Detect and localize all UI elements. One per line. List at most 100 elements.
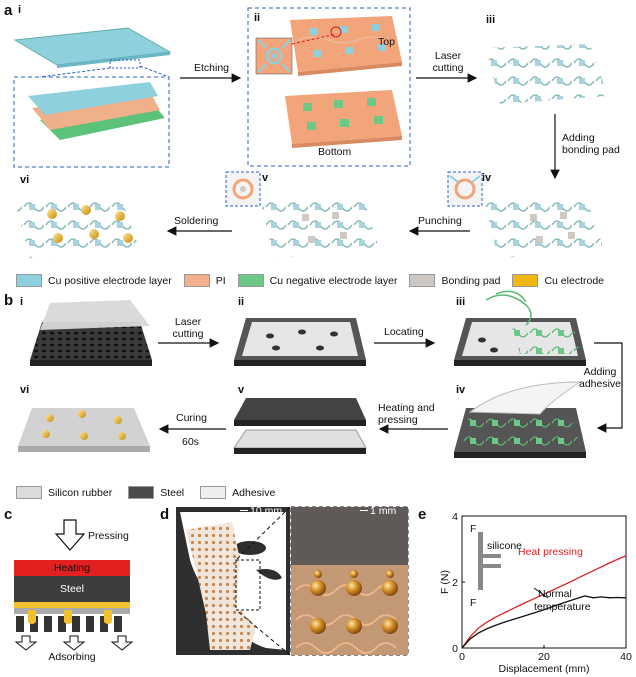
panel-a-i-sheet bbox=[13, 27, 172, 168]
sample-clamp-left bbox=[478, 532, 483, 590]
y-tick-label: 4 bbox=[452, 511, 458, 523]
panel-a-ii-top-board bbox=[290, 16, 402, 76]
step-b-iii: iii bbox=[456, 296, 466, 308]
label-curing: Curing bbox=[176, 412, 207, 424]
label-locating: Locating bbox=[384, 326, 424, 338]
scale-bar-right bbox=[360, 510, 368, 511]
step-b-vi: vi bbox=[20, 384, 30, 396]
legend-b-silicon-rubber: Silicon rubber bbox=[16, 486, 112, 499]
step-a-v: v bbox=[262, 172, 269, 184]
legend-label: Cu electrode bbox=[544, 274, 605, 287]
legend-b-adhesive: Adhesive bbox=[200, 486, 275, 499]
panel-b-v bbox=[233, 398, 367, 454]
panel-label-b: b bbox=[4, 292, 14, 309]
step-a-i: i bbox=[18, 4, 22, 16]
legend-swatch bbox=[183, 274, 210, 287]
legend-swatch bbox=[409, 274, 436, 287]
panel-d-photos bbox=[176, 506, 409, 656]
series-line-1 bbox=[461, 595, 627, 649]
electrode-array-on-face bbox=[186, 522, 256, 650]
label-punching: Punching bbox=[418, 215, 462, 227]
legend-a-bonding-pad: Bonding pad bbox=[409, 274, 500, 287]
legend-b: Silicon rubber Steel Adhesive bbox=[16, 486, 275, 499]
step-a-vi: vi bbox=[20, 174, 30, 186]
x-tick-label: 40 bbox=[620, 651, 632, 663]
legend-b-steel: Steel bbox=[128, 486, 184, 499]
annotation-f-top: F bbox=[470, 523, 476, 535]
label-laser-cutting-b: Laser cutting bbox=[172, 316, 204, 340]
legend-label: Bonding pad bbox=[441, 274, 501, 287]
label-soldering: Soldering bbox=[174, 215, 219, 227]
panel-a-vi-mesh bbox=[14, 196, 140, 258]
x-tick-label: 0 bbox=[459, 651, 465, 663]
panel-a-ii-bottom-board bbox=[285, 90, 402, 148]
scale-bar-left bbox=[240, 510, 248, 511]
arrow-adding-adhesive bbox=[594, 342, 623, 433]
label-heating-pressing: Heating and pressing bbox=[378, 402, 435, 426]
label-top: Top bbox=[378, 36, 395, 48]
x-tick-label: 20 bbox=[538, 651, 550, 663]
panel-b-ii bbox=[234, 318, 366, 366]
step-b-iv: iv bbox=[456, 384, 466, 396]
sample-silicone-top bbox=[483, 554, 501, 558]
heating-layer bbox=[14, 560, 130, 576]
legend-a-cu-positive: Cu positive electrode layer bbox=[16, 274, 172, 287]
legend-swatch bbox=[237, 274, 264, 287]
step-a-iii: iii bbox=[486, 14, 496, 26]
annotation-heat-pressing: Heat pressing bbox=[518, 546, 583, 558]
label-steel: Steel bbox=[60, 583, 84, 595]
step-b-i: i bbox=[20, 296, 24, 308]
panel-label-c: c bbox=[4, 506, 13, 523]
zoom-box-i bbox=[13, 76, 170, 168]
legend-label: Silicon rubber bbox=[48, 486, 113, 499]
sample-silicone-bottom bbox=[483, 564, 501, 568]
label-bottom: Bottom bbox=[318, 146, 352, 158]
panel-b-iv bbox=[454, 381, 586, 458]
panel-c-diagram bbox=[14, 519, 134, 651]
legend-label: Adhesive bbox=[232, 486, 276, 499]
legend-a-pi: PI bbox=[183, 274, 226, 287]
legend-label: Cu negative electrode layer bbox=[269, 274, 398, 287]
legend-label: PI bbox=[215, 274, 226, 287]
legend-swatch bbox=[16, 274, 42, 287]
label-curing-time: 60s bbox=[182, 436, 199, 448]
panel-b-vi bbox=[18, 408, 150, 452]
panel-label-a: a bbox=[4, 2, 13, 19]
legend-swatch bbox=[128, 486, 155, 499]
panel-a-vi-electrodes bbox=[47, 205, 133, 243]
panel-a-iii-mesh bbox=[486, 44, 608, 104]
panel-label-e: e bbox=[418, 506, 427, 523]
step-a-ii: ii bbox=[254, 12, 261, 24]
annotation-normal-line2: temperature bbox=[534, 601, 591, 613]
annotation-leader bbox=[533, 587, 549, 599]
steel-layer bbox=[14, 576, 130, 602]
y-tick-label: 0 bbox=[452, 643, 458, 655]
legend-label: Steel bbox=[160, 486, 185, 499]
legend-a-cu-negative: Cu negative electrode layer bbox=[237, 274, 398, 287]
panel-a-v-mesh bbox=[260, 196, 380, 258]
label-etching: Etching bbox=[194, 62, 230, 74]
panel-b-iii bbox=[454, 290, 586, 366]
legend-swatch bbox=[200, 486, 227, 499]
y-tick-label: 2 bbox=[452, 577, 458, 589]
label-adding-bonding-pad: Adding bonding pad bbox=[562, 132, 620, 156]
step-a-iv: iv bbox=[482, 172, 492, 184]
label-heating: Heating bbox=[53, 562, 91, 574]
panel-a-ii-inset bbox=[255, 26, 342, 75]
label-adding-adhesive: Adding adhesive bbox=[578, 366, 622, 390]
pressing-arrow-icon bbox=[54, 519, 86, 551]
series-line-0 bbox=[461, 555, 627, 649]
legend-a: Cu positive electrode layer PI Cu negati… bbox=[16, 274, 604, 287]
panel-a-iv-mesh bbox=[484, 196, 604, 258]
annotation-f-bottom: F bbox=[470, 597, 476, 609]
legend-swatch bbox=[512, 274, 539, 287]
label-laser-cutting-a: Laser cutting bbox=[432, 50, 464, 74]
panel-b-i bbox=[30, 300, 152, 366]
annotation-silicone: silicone bbox=[487, 540, 522, 552]
y-axis-label: F (N) bbox=[439, 570, 451, 594]
panel-label-d: d bbox=[160, 506, 170, 523]
step-b-ii: ii bbox=[238, 296, 245, 308]
legend-label: Cu positive electrode layer bbox=[48, 274, 172, 287]
